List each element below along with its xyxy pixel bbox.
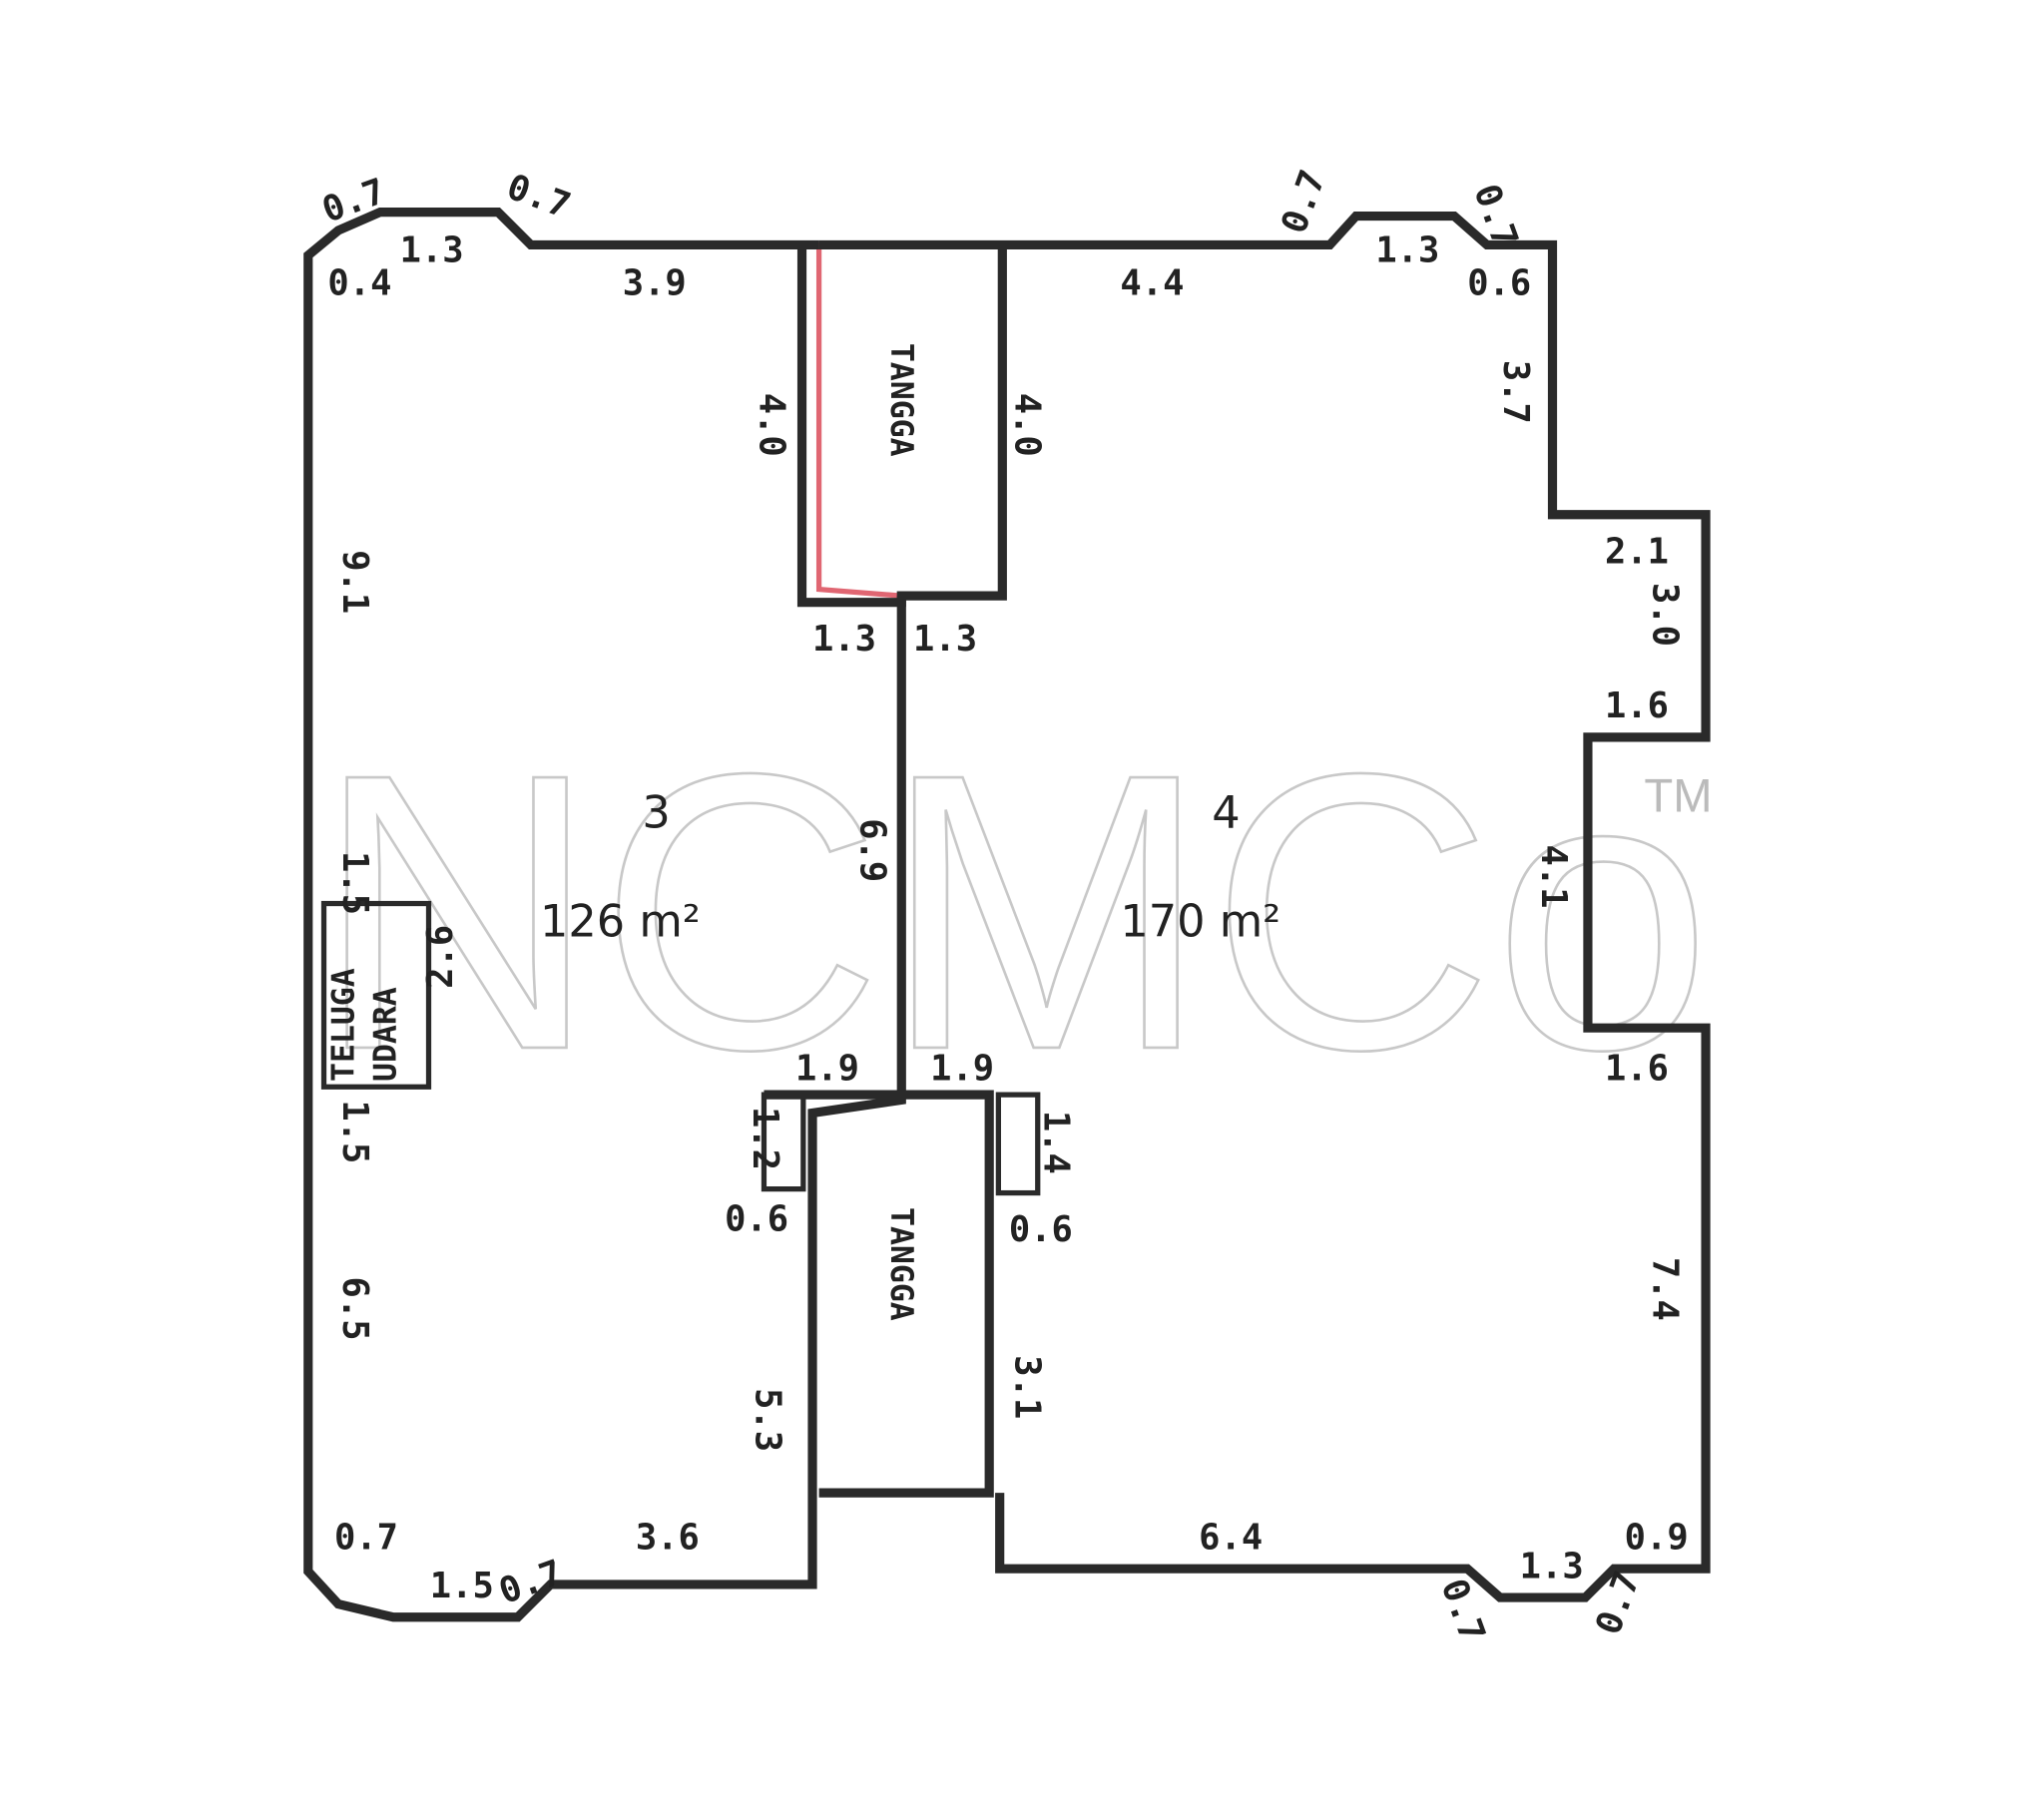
dimension-label: 1.3 (913, 619, 977, 660)
dimension-label: 0.6 (725, 1199, 788, 1240)
dimension-label: 1.2 (745, 1107, 785, 1170)
dimension-label: 6.4 (1199, 1518, 1263, 1559)
dimension-label: 3.0 (1645, 583, 1686, 647)
dimension-label: 1.6 (1605, 1049, 1669, 1090)
air-well-label-1: TELUGA (326, 968, 362, 1082)
dimension-label: 1.3 (812, 619, 876, 660)
dimension-label: 0.7 (1588, 1566, 1648, 1639)
dimension-label: 0.7 (494, 1553, 568, 1612)
dimension-label: 0.7 (334, 1518, 398, 1559)
dimension-label: 5.3 (748, 1388, 788, 1452)
dimension-label: 2.6 (420, 925, 461, 989)
dimension-label: 1.5 (334, 1100, 375, 1163)
dimension-label: 4.0 (752, 393, 792, 457)
dimension-label: 1.5 (334, 851, 375, 915)
dimension-label: 7.4 (1645, 1257, 1686, 1321)
dimension-label: 1.9 (930, 1049, 994, 1090)
dimension-label: 1.6 (1605, 685, 1669, 726)
air-well-box (320, 900, 432, 1090)
dimension-label: 1.3 (400, 229, 464, 270)
dimension-label: 0.4 (327, 262, 391, 303)
dimension-label: 6.9 (852, 818, 893, 882)
dimension-label: 0.7 (502, 167, 576, 226)
watermark-text: NCMCo (314, 693, 1712, 1132)
dimension-label: 4.1 (1533, 844, 1574, 908)
dimension-label: 1.4 (1035, 1111, 1076, 1174)
room-4-number: 4 (1212, 786, 1240, 838)
room-4-wall (818, 211, 1711, 1602)
dimension-label: 0.7 (1274, 165, 1333, 238)
dimension-label: 2.1 (1605, 531, 1669, 572)
dimension-label: 0.7 (317, 171, 391, 230)
dimension-label: 0.7 (1465, 179, 1525, 252)
upper-stairs-label: TANGGA (883, 343, 919, 457)
watermark: NCMCo TM (313, 692, 1713, 1133)
dimension-label: 0.6 (1009, 1209, 1073, 1250)
room-3-area: 126 m² (540, 895, 701, 947)
lower-stairs-label: TANGGA (883, 1207, 919, 1321)
dimension-label: 4.4 (1120, 262, 1184, 303)
dimension-label: 3.6 (636, 1518, 700, 1559)
dimension-label: 4.0 (1006, 393, 1047, 457)
upper-stairs-outline (796, 244, 1007, 608)
air-well-label-2: UDARA (368, 987, 404, 1082)
left-duct (761, 1092, 806, 1192)
dimension-label: 1.3 (1520, 1546, 1584, 1586)
lower-stairs-outline (764, 1090, 994, 1498)
dimension-label: 1.5 (430, 1566, 494, 1606)
room-3-number: 3 (642, 786, 670, 838)
dimension-label: 3.9 (623, 262, 687, 303)
dimension-label: 3.7 (1495, 360, 1536, 424)
room-4-area: 170 m² (1120, 895, 1280, 947)
dimension-label: 6.5 (334, 1277, 375, 1341)
dimension-label: 1.3 (1375, 229, 1439, 270)
dimension-label: 3.1 (1006, 1355, 1047, 1419)
dimension-label: 0.9 (1625, 1518, 1689, 1559)
dimension-label: 1.9 (795, 1049, 859, 1090)
room-3-wall (303, 208, 906, 1622)
watermark-tm: TM (1644, 770, 1712, 823)
dimension-label: 0.6 (1467, 262, 1531, 303)
dimension-label: 9.1 (334, 550, 375, 614)
right-duct (995, 1092, 1041, 1196)
